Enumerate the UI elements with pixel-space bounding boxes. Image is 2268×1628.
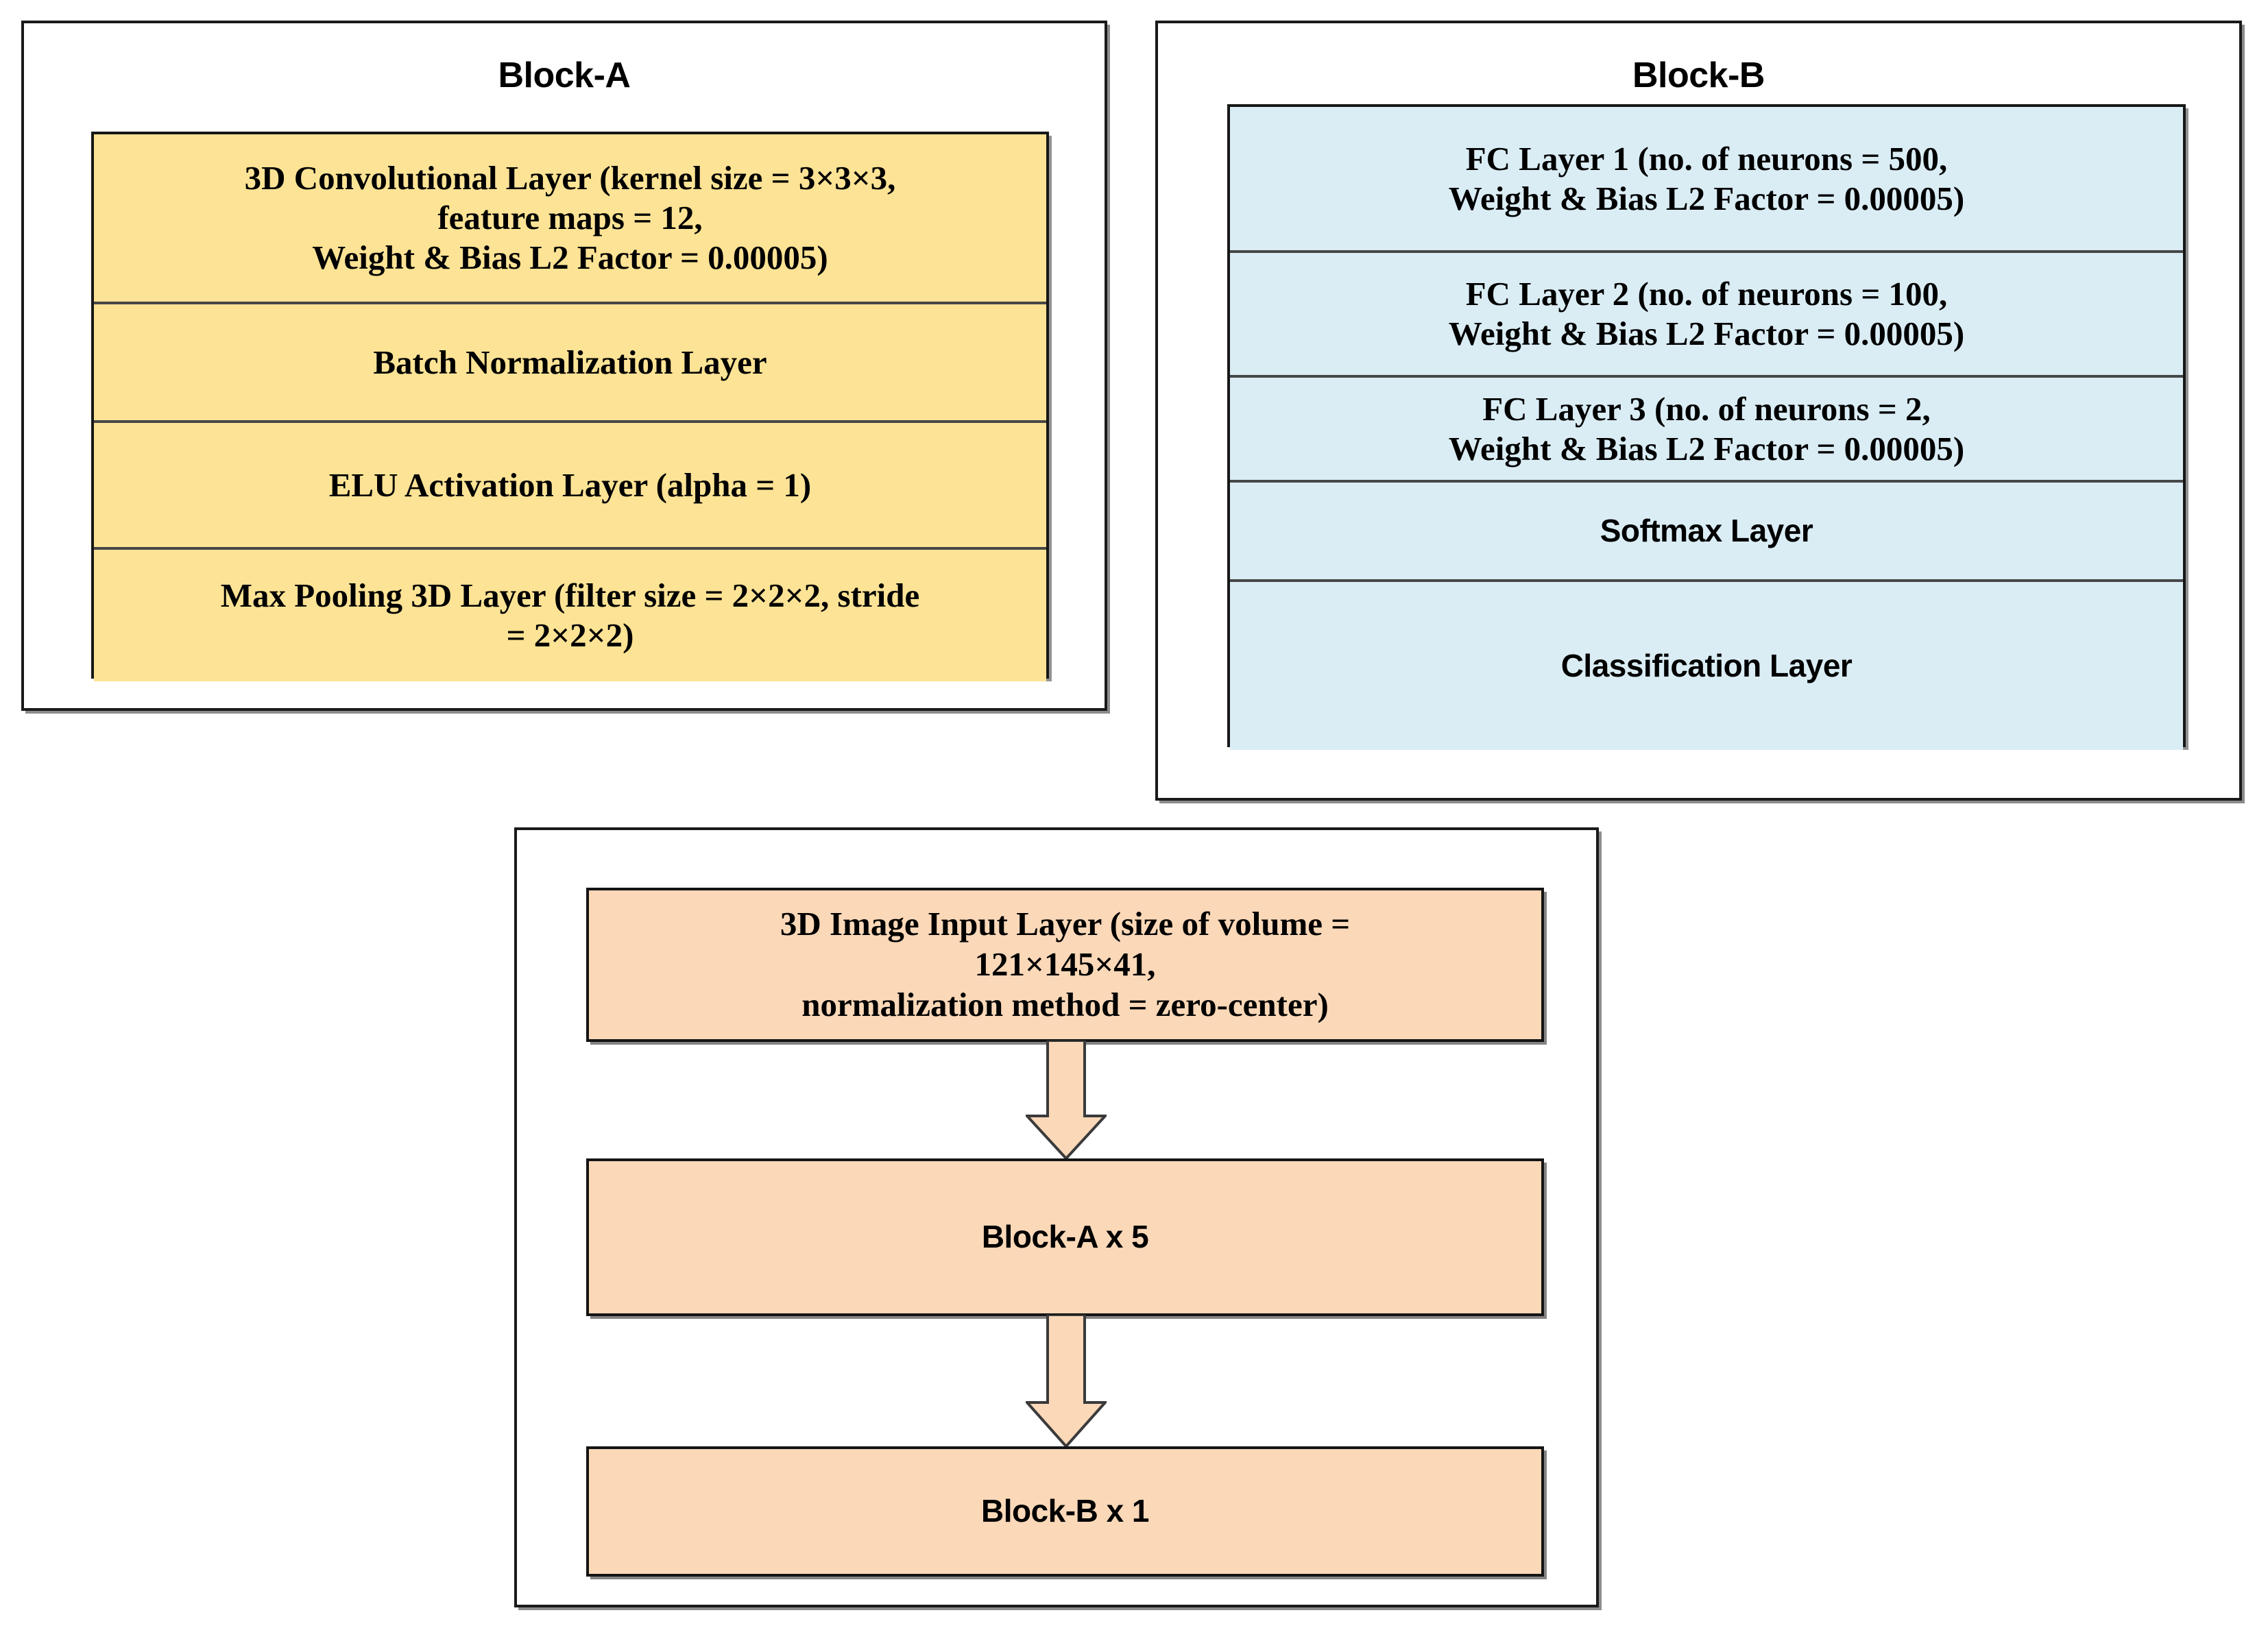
fc-layer-3-line-1: FC Layer 3 (no. of neurons = 2, <box>1482 389 1931 428</box>
input-layer-line-3: normalization method = zero-center) <box>801 985 1329 1023</box>
block-b-layer-stack: FC Layer 1 (no. of neurons = 500, Weight… <box>1227 104 2186 750</box>
max-pooling-3d-layer-line-1: Max Pooling 3D Layer (filter size = 2×2×… <box>220 576 920 615</box>
block-a-title: Block-A <box>498 56 631 95</box>
fc-layer-2-line-2: Weight & Bias L2 Factor = 0.00005) <box>1448 315 1965 352</box>
fc-layer-1-line-1: FC Layer 1 (no. of neurons = 500, <box>1465 139 1948 178</box>
softmax-layer-label: Softmax Layer <box>1600 513 1813 549</box>
conv3d-layer: 3D Convolutional Layer (kernel size = 3×… <box>94 134 1046 304</box>
elu-activation-layer: ELU Activation Layer (alpha = 1) <box>94 423 1046 550</box>
softmax-layer: Softmax Layer <box>1230 483 2183 582</box>
flow-arrow-1 <box>1024 1039 1109 1161</box>
block-b-stage-box: Block-B x 1 <box>586 1446 1544 1577</box>
block-a-stage-label: Block-A x 5 <box>981 1219 1149 1255</box>
fc-layer-2-line-1: FC Layer 2 (no. of neurons = 100, <box>1465 275 1948 313</box>
batch-normalization-layer-label: Batch Normalization Layer <box>373 343 767 381</box>
elu-activation-layer-label: ELU Activation Layer (alpha = 1) <box>328 465 812 504</box>
fc-layer-2: FC Layer 2 (no. of neurons = 100, Weight… <box>1230 253 2183 378</box>
fc-layer-1: FC Layer 1 (no. of neurons = 500, Weight… <box>1230 107 2183 253</box>
down-arrow-icon <box>1024 1313 1109 1449</box>
flow-arrow-2 <box>1024 1313 1109 1449</box>
fc-layer-3: FC Layer 3 (no. of neurons = 2, Weight &… <box>1230 378 2183 483</box>
max-pooling-3d-layer: Max Pooling 3D Layer (filter size = 2×2×… <box>94 550 1046 681</box>
batch-normalization-layer: Batch Normalization Layer <box>94 304 1046 423</box>
block-b-title: Block-B <box>1632 56 1765 95</box>
classification-layer: Classification Layer <box>1230 582 2183 750</box>
conv3d-layer-line-2: feature maps = 12, <box>437 199 703 237</box>
block-b-stage-label: Block-B x 1 <box>980 1493 1150 1529</box>
block-a-stage-box: Block-A x 5 <box>586 1158 1544 1316</box>
fc-layer-3-line-2: Weight & Bias L2 Factor = 0.00005) <box>1448 429 1965 467</box>
conv3d-layer-line-3: Weight & Bias L2 Factor = 0.00005) <box>312 238 828 276</box>
max-pooling-3d-layer-line-2: = 2×2×2) <box>506 616 634 654</box>
conv3d-layer-line-1: 3D Convolutional Layer (kernel size = 3×… <box>244 159 896 197</box>
block-a-layer-stack: 3D Convolutional Layer (kernel size = 3×… <box>91 132 1049 681</box>
fc-layer-1-line-2: Weight & Bias L2 Factor = 0.00005) <box>1448 179 1965 217</box>
input-layer-line-1: 3D Image Input Layer (size of volume = <box>780 905 1351 943</box>
input-layer-line-2: 121×145×41, <box>974 945 1156 984</box>
down-arrow-icon <box>1024 1039 1109 1161</box>
classification-layer-label: Classification Layer <box>1560 648 1853 684</box>
input-layer-box: 3D Image Input Layer (size of volume = 1… <box>586 888 1544 1042</box>
